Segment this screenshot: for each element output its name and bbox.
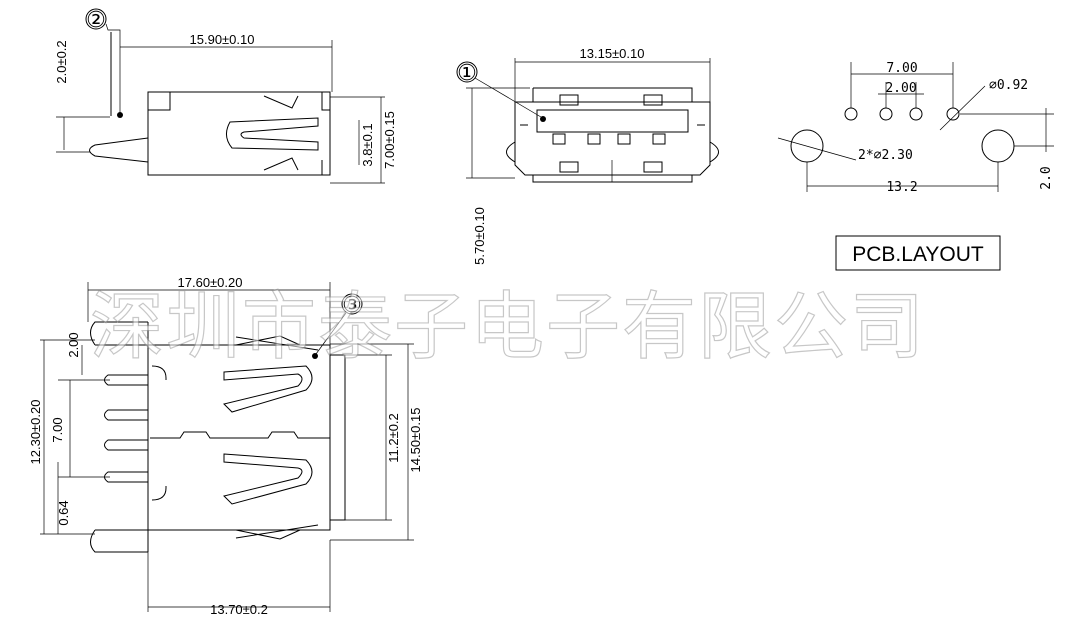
callout-2-circle [85,8,107,30]
front-tab [643,161,663,173]
dim-top-pin-pitch: 7.00 [50,417,65,442]
front-body-outer [514,101,711,176]
side-body [147,91,331,176]
top-spring-upper [223,365,313,413]
dim-top-pins-span: 12.30±0.20 [28,400,43,465]
top-latches [235,335,301,540]
callout-1-dot [540,116,546,122]
top-front-lip [330,354,346,521]
side-pin-leg [89,137,149,163]
front-tab [559,94,579,106]
dim-top-shell-length: 13.70±0.2 [210,602,268,617]
dim-top-pin-offset: 0.64 [56,500,71,525]
front-bottom-rim [532,175,693,183]
callout-1: ① [457,61,477,86]
dim-top-offset: 2.00 [66,332,81,357]
side-rear-tab [147,92,171,111]
side-front-edge [321,92,330,175]
side-view: ② 15.90±0.10 2.0±0.2 3.8±0.1 7.00±0.15 [54,8,397,184]
top-corner-top [90,321,148,346]
top-latch-arm [235,524,319,539]
dim-top-inner-width: 11.2±0.2 [386,413,401,463]
top-flange [95,344,148,531]
top-spring-lower [223,453,313,505]
pin-hole [844,107,858,121]
front-top-rim [532,87,693,102]
company-watermark: 深圳市泰子电子有限公司 [90,284,926,370]
leader-mount-hole [777,137,857,161]
pcb-layout-box [835,235,1001,271]
dim-front-width: 13.15±0.10 [580,46,645,61]
callout-1-circle [456,61,478,83]
dim-pcb-pitch-inner: 2.00 [885,81,916,96]
front-left-clip [506,141,516,163]
callout-2-leader [105,23,121,113]
dim-pcb-mount-spacing: 13.2 [886,180,917,195]
front-view: ① 13.15±0.10 5.70±0.10 [456,46,719,265]
dim-top-outer-width: 14.50±0.15 [408,408,423,473]
dim-pcb-pitch-outer: 7.00 [886,61,917,76]
top-view: ③ 17.60±0.20 2.00 12.30±0.20 7.00 0.64 [28,275,423,617]
dim-pcb-mount-holes: 2*⌀2.30 [858,148,913,163]
pin-hole [909,107,923,121]
callout-2: ② [86,8,106,33]
front-right-clip [709,141,719,163]
front-tongue [536,109,689,133]
top-corner-bottom [90,529,148,553]
top-divider [150,431,330,439]
dim-pcb-pin-hole: ⌀0.92 [989,78,1028,93]
callout-1-leader [474,77,542,118]
mount-hole [981,129,1015,163]
pcb-layout-label: PCB.LAYOUT [852,243,984,266]
callout-3: ③ [342,293,362,318]
top-pin [104,471,148,483]
callout-3-dot [312,353,318,359]
callout-3-leader [315,312,347,355]
front-tab [559,161,579,173]
front-contact [652,133,666,145]
leader-pin-hole [939,85,986,131]
front-tab [643,94,663,106]
dim-pin-height: 2.0±0.2 [54,40,69,83]
pcb-layout: 7.00 2.00 ⌀0.92 2*⌀2.30 13.2 2.0 PCB.LAY… [777,61,1054,271]
callout-3-circle [341,293,363,315]
top-latch-arm [235,336,319,351]
front-contact [552,133,566,145]
callout-2-dot [117,112,123,118]
dim-top-overall-length: 17.60±0.20 [178,275,243,290]
dim-overall-length: 15.90±0.10 [190,32,255,47]
dim-shell-inner: 3.8±0.1 [360,123,375,166]
top-pin-hooks [151,365,167,501]
side-latches [263,95,299,171]
pin-hole [879,107,893,121]
front-contact [617,133,631,145]
dim-front-height: 5.70±0.10 [472,207,487,265]
top-pin [104,374,148,386]
front-contact [587,133,601,145]
pin-hole [946,107,960,121]
dim-pcb-row-offset: 2.0 [1039,166,1054,189]
top-pin [104,439,148,451]
dim-shell-height: 7.00±0.15 [382,111,397,169]
top-pin [104,409,148,421]
side-spring [226,117,319,151]
